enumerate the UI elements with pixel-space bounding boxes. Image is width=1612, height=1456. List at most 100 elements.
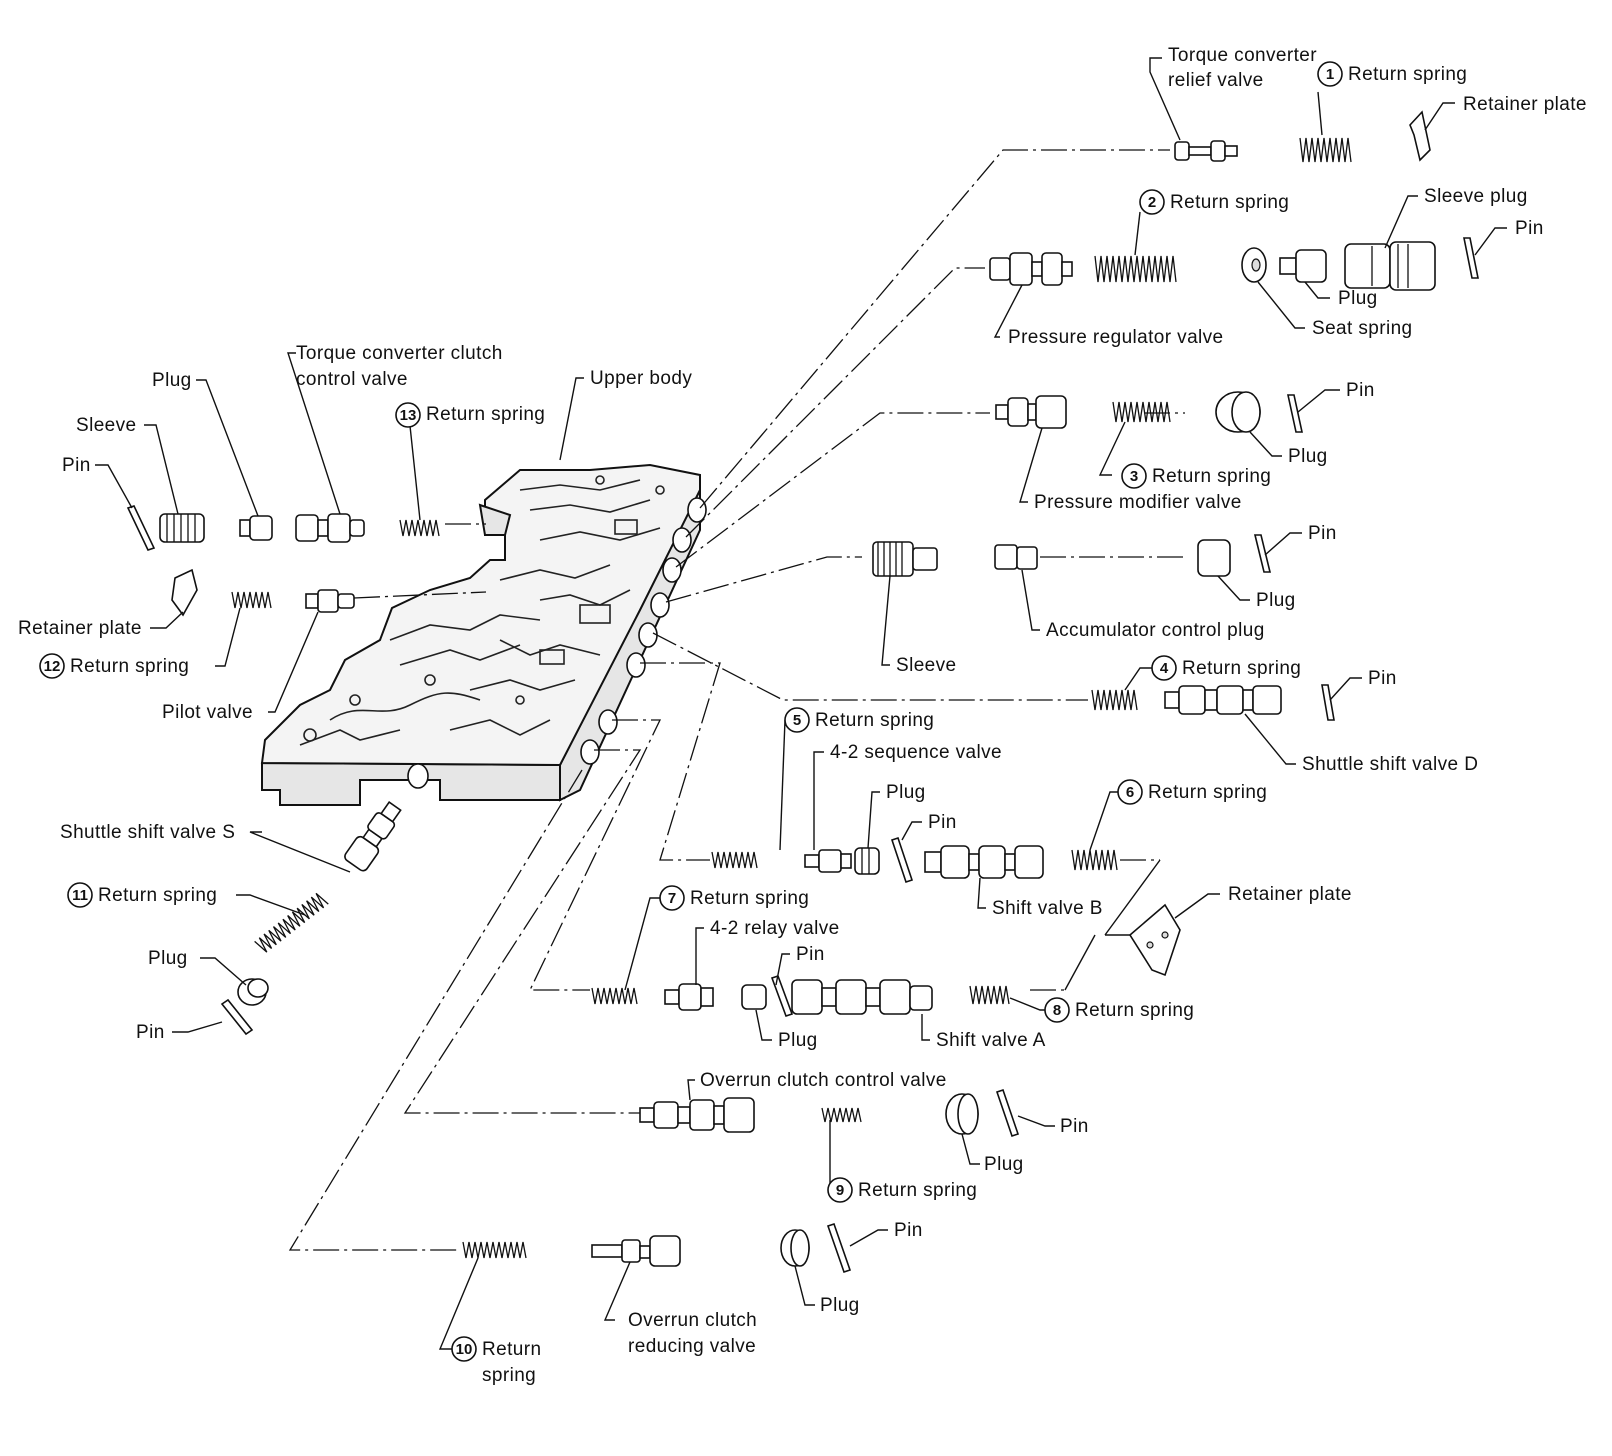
- callout-10: 10: [456, 1341, 473, 1358]
- label-sequence-valve: 4-2 sequence valve: [830, 742, 1002, 763]
- torque-converter-relief-valve: [1174, 140, 1238, 162]
- plug-overrun-control: [945, 1093, 979, 1135]
- label-accumulator-control-plug: Accumulator control plug: [1046, 620, 1265, 641]
- label-sleeve-left: Sleeve: [76, 415, 137, 436]
- pressure-regulator-valve: [989, 252, 1073, 286]
- label-overrun-clutch-control-valve: Overrun clutch control valve: [700, 1070, 947, 1091]
- label-return-spring-12: Return spring: [70, 656, 189, 677]
- label-overrun-reducing-line2: reducing valve: [628, 1336, 756, 1357]
- label-retainer-plate-top: Retainer plate: [1463, 94, 1587, 115]
- plug-accumulator: [1197, 539, 1231, 577]
- return-spring-11: [254, 892, 329, 953]
- callout-13: 13: [400, 407, 417, 424]
- label-return-spring-9: Return spring: [858, 1180, 977, 1201]
- label-plug-left: Plug: [152, 370, 192, 391]
- label-pin-acc: Pin: [1308, 523, 1337, 544]
- callout-5: 5: [793, 712, 801, 729]
- label-plug-acc: Plug: [1256, 590, 1296, 611]
- label-plug-pr: Plug: [1338, 288, 1378, 309]
- callout-11: 11: [72, 887, 88, 904]
- sleeve-accumulator: [872, 541, 938, 577]
- callout-1: 1: [1326, 66, 1334, 83]
- overrun-clutch-reducing-valve: [591, 1235, 681, 1267]
- label-return-spring-6: Return spring: [1148, 782, 1267, 803]
- callout-9: 9: [836, 1182, 844, 1199]
- pin-shuttle-d: [1321, 684, 1335, 721]
- pin-relay: [770, 974, 794, 1018]
- label-return-spring-7: Return spring: [690, 888, 809, 909]
- plug-left: [239, 515, 273, 541]
- number-circles: 1 2 3 4 5 6 7 8 9 10 11 12 13: [39, 61, 1343, 1362]
- plug-pressure-regulator: [1279, 249, 1327, 283]
- pin-spring-11: [220, 998, 254, 1036]
- sleeve-plug: [1344, 241, 1436, 291]
- label-pin-seq: Pin: [928, 812, 957, 833]
- label-sleeve-acc: Sleeve: [896, 655, 957, 676]
- label-return-spring-8: Return spring: [1075, 1000, 1194, 1021]
- shuttle-shift-valve-s: [344, 801, 402, 872]
- label-return-spring-13: Return spring: [426, 404, 545, 425]
- label-upper-body: Upper body: [590, 368, 692, 389]
- pin-accumulator: [1253, 534, 1272, 573]
- label-plug-relay: Plug: [778, 1030, 818, 1051]
- return-spring-6: [1071, 849, 1118, 871]
- pin-overrun-control: [995, 1088, 1020, 1138]
- return-spring-12: [231, 591, 272, 609]
- return-spring-13: [399, 519, 440, 537]
- label-seat-spring: Seat spring: [1312, 318, 1413, 339]
- label-return-spring-2: Return spring: [1170, 192, 1289, 213]
- label-plug-11: Plug: [148, 948, 188, 969]
- callout-12: 12: [44, 658, 61, 675]
- label-tc-relief-valve-line1: Torque converter: [1168, 45, 1317, 66]
- label-return-spring-11: Return spring: [98, 885, 217, 906]
- overrun-clutch-control-valve: [639, 1097, 755, 1133]
- label-tc-relief-valve-line2: relief valve: [1168, 70, 1264, 91]
- shift-valve-a: [791, 979, 933, 1015]
- label-plug-pm: Plug: [1288, 446, 1328, 467]
- label-pin-11: Pin: [136, 1022, 165, 1043]
- plug-reducing: [780, 1229, 810, 1267]
- label-return-spring-4: Return spring: [1182, 658, 1301, 679]
- label-pin-sleeve: Pin: [1515, 218, 1544, 239]
- label-pressure-modifier-valve: Pressure modifier valve: [1034, 492, 1242, 513]
- return-spring-4: [1091, 689, 1138, 711]
- label-tcc-control-line1: Torque converter clutch: [296, 343, 503, 364]
- return-spring-1: [1299, 137, 1352, 163]
- pressure-modifier-valve: [995, 395, 1067, 429]
- label-retainer-plate-mid: Retainer plate: [1228, 884, 1352, 905]
- callout-2: 2: [1148, 194, 1156, 211]
- label-pin-reducing: Pin: [894, 1220, 923, 1241]
- callout-8: 8: [1053, 1002, 1061, 1019]
- label-retainer-plate-left: Retainer plate: [18, 618, 142, 639]
- label-pin-oc: Pin: [1060, 1116, 1089, 1137]
- label-tcc-control-line2: control valve: [296, 369, 408, 390]
- retainer-plate-top: [1409, 110, 1431, 162]
- routing-lines: [288, 149, 1185, 1251]
- label-sleeve-plug: Sleeve plug: [1424, 186, 1528, 207]
- pilot-valve: [305, 589, 355, 613]
- return-spring-5: [711, 851, 758, 869]
- sleeve-left: [159, 513, 205, 543]
- label-return-spring-5: Return spring: [815, 710, 934, 731]
- relay-valve: [664, 983, 714, 1011]
- label-plug-reducing: Plug: [820, 1295, 860, 1316]
- label-shuttle-shift-valve-s: Shuttle shift valve S: [60, 822, 235, 843]
- return-spring-2: [1094, 255, 1177, 283]
- pin-sleeve-plug: [1463, 237, 1479, 279]
- tcc-control-valve: [295, 513, 365, 543]
- text-labels: Torque converter relief valve Return spr…: [18, 45, 1587, 1386]
- shift-valve-b: [924, 845, 1044, 879]
- accumulator-control-plug: [994, 544, 1038, 570]
- label-relay-valve: 4-2 relay valve: [710, 918, 840, 939]
- seat-spring: [1241, 247, 1267, 283]
- label-shift-valve-b: Shift valve B: [992, 898, 1103, 919]
- sequence-valve: [804, 849, 852, 873]
- return-spring-7: [591, 987, 638, 1005]
- label-return-spring-1: Return spring: [1348, 64, 1467, 85]
- plug-pressure-modifier: [1215, 391, 1261, 433]
- plug-relay: [741, 984, 767, 1010]
- plug-sequence: [854, 847, 880, 875]
- label-plug-oc: Plug: [984, 1154, 1024, 1175]
- label-overrun-reducing-line1: Overrun clutch: [628, 1310, 757, 1331]
- callout-6: 6: [1126, 784, 1134, 801]
